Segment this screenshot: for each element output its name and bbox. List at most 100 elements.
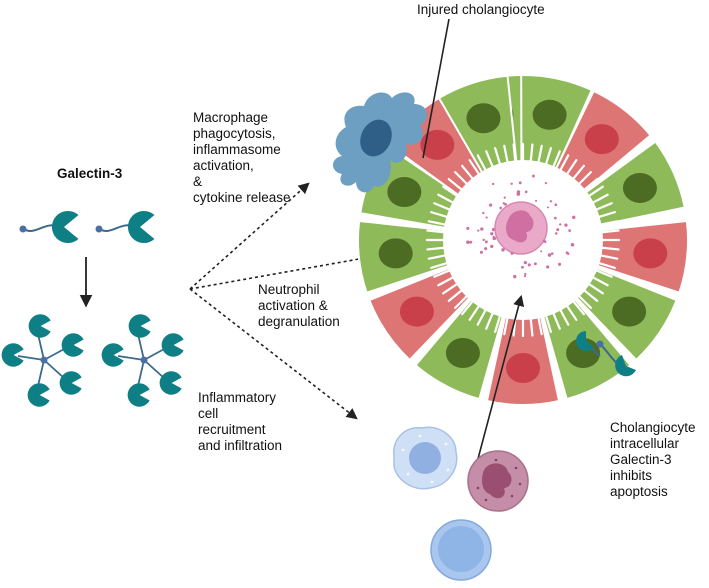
microvillus xyxy=(529,143,534,164)
galectin-3-title: Galectin-3 xyxy=(57,166,123,181)
granule xyxy=(480,227,484,231)
granule xyxy=(547,253,552,257)
microvillus xyxy=(571,164,586,181)
microvillus xyxy=(447,288,464,303)
macrophage-icon xyxy=(333,92,428,193)
microvillus xyxy=(460,164,475,181)
granule xyxy=(502,202,505,205)
inflammatory-recruitment-label: Inflammatory cell recruitment and infilt… xyxy=(198,390,283,453)
microvillus xyxy=(582,288,599,303)
granule xyxy=(550,252,554,255)
lymphocyte-icon xyxy=(430,519,492,581)
granule xyxy=(482,211,485,215)
granule xyxy=(531,174,535,178)
microvillus xyxy=(503,144,509,165)
granule xyxy=(503,196,506,199)
galectin-3-monomer-icon xyxy=(576,331,636,377)
cell-nucleus xyxy=(378,238,413,269)
microvillus xyxy=(598,220,619,226)
granule xyxy=(510,182,513,186)
granule xyxy=(570,242,575,247)
infiltration-arrow xyxy=(474,294,525,471)
granule xyxy=(533,262,537,266)
granule xyxy=(466,240,470,244)
microvillus xyxy=(551,150,561,170)
microvilli xyxy=(425,142,621,338)
cholangiocyte-apoptosis-label: Cholangiocyte intracellular Galectin-3 i… xyxy=(610,420,696,499)
cell-nucleus xyxy=(612,296,647,327)
microvillus xyxy=(596,211,616,219)
microvillus xyxy=(593,202,613,212)
cell-nucleus xyxy=(584,124,619,155)
microvillus xyxy=(537,144,543,165)
galectin-3-pentamer-icon xyxy=(1,314,84,407)
microvillus xyxy=(447,177,464,192)
microvillus xyxy=(442,282,460,295)
granule xyxy=(524,272,527,276)
microvillus xyxy=(433,202,453,212)
cell-nucleus xyxy=(532,99,567,130)
microvillus xyxy=(586,185,604,198)
cell-nucleus xyxy=(622,172,657,203)
microvillus xyxy=(586,282,604,295)
granule xyxy=(554,203,558,207)
microvillus xyxy=(577,294,592,309)
microvillus xyxy=(544,147,552,167)
granule xyxy=(556,228,560,232)
microvillus xyxy=(593,268,613,278)
microvillus xyxy=(590,275,609,287)
microvillus xyxy=(426,246,447,251)
microvillus xyxy=(599,229,620,234)
cell-nucleus xyxy=(445,338,480,369)
granule xyxy=(523,275,527,278)
microvillus xyxy=(437,193,456,205)
microvillus xyxy=(454,294,469,309)
granule xyxy=(513,274,517,279)
granule xyxy=(466,226,470,230)
microvillus xyxy=(558,307,570,326)
microvillus xyxy=(476,154,488,173)
granule xyxy=(572,215,576,220)
macrophage-label: Macrophage phagocytosis, inflammasome ac… xyxy=(193,110,291,205)
granule xyxy=(546,206,549,209)
granule xyxy=(549,200,553,203)
granule xyxy=(510,251,514,255)
granule xyxy=(479,250,483,254)
granule xyxy=(484,247,488,251)
microvillus xyxy=(468,159,481,177)
granule xyxy=(492,236,497,241)
neutrophil-label: Neutrophil activation & degranulation xyxy=(258,282,340,329)
microvillus xyxy=(494,147,502,167)
granule xyxy=(540,250,543,253)
microvillus xyxy=(485,310,495,330)
microvillus xyxy=(565,159,578,177)
granule xyxy=(501,248,505,252)
microvillus xyxy=(476,307,488,326)
microvillus xyxy=(454,171,469,186)
granule xyxy=(555,232,558,235)
microvillus xyxy=(494,313,502,333)
granule xyxy=(490,232,494,236)
microvillus xyxy=(460,299,475,316)
granule xyxy=(521,265,524,269)
microvillus xyxy=(427,220,448,226)
granule xyxy=(535,199,538,202)
granule xyxy=(469,240,473,244)
granule xyxy=(491,228,495,232)
granule xyxy=(477,229,480,232)
granule xyxy=(490,244,494,248)
granule xyxy=(567,252,570,255)
microvillus xyxy=(529,316,534,337)
granule xyxy=(499,206,502,210)
monocyte-icon xyxy=(393,426,458,490)
microvillus xyxy=(427,254,448,260)
microvillus xyxy=(544,313,552,333)
microvillus xyxy=(599,246,620,251)
neutrophil-icon xyxy=(467,450,529,512)
microvillus xyxy=(437,275,456,287)
cell-nucleus xyxy=(420,129,455,160)
granule xyxy=(544,182,548,185)
granule xyxy=(524,190,528,194)
granule xyxy=(516,190,521,194)
